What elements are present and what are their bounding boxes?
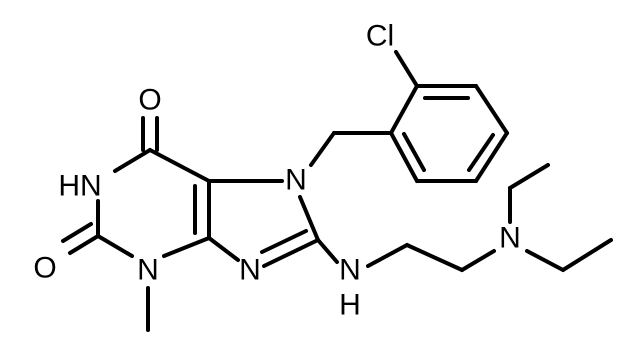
bond-bz-6 [389,84,419,135]
bond-c8-n9 [262,238,320,268]
atom-cl: Cl [366,20,394,53]
bonds [61,50,613,332]
bond-n7-c8 [298,195,320,242]
bond-ch2a-ch2b [405,243,464,272]
bond-bz-inner-2 [467,133,495,172]
atom-o-left: O [33,252,56,285]
bond-bz-2 [474,84,509,135]
atom-hn-ring: HN [58,170,101,203]
bond-c2-n3 [96,234,134,258]
bond-c8-nh [316,238,339,264]
bond-nh-ch2a [366,243,409,268]
atom-nh-link: N [339,254,361,287]
bond-ch2b-n [460,249,496,272]
bond-c8-n9-double [260,229,308,254]
bond-ch2-n7 [309,131,336,167]
bond-n-ethyl2-a [525,249,565,272]
atom-n-amine: N [499,222,521,255]
bond-c2-o-2 [61,222,93,243]
bond-cl-c1 [394,50,419,88]
atom-n7: N [285,164,307,197]
bond-n3-c4 [162,236,211,258]
atom-labels: Cl O HN N O N N N H N [33,20,521,322]
atom-n9: N [239,254,261,287]
atom-o-top: O [138,84,161,117]
atom-n3: N [137,254,159,287]
atom-nh-link-h: H [339,289,361,322]
bond-bz-3 [474,131,509,183]
bond-n-ethyl2-b [561,238,613,272]
bond-bz-5 [389,131,419,183]
bond-c5-c6 [148,148,211,183]
bond-c6-n1 [113,148,152,173]
bond-n9-c4 [207,236,240,262]
bond-n-ethyl1-b [508,163,550,190]
bond-bz-inner-3 [402,132,426,172]
bond-c2-o [68,234,100,255]
